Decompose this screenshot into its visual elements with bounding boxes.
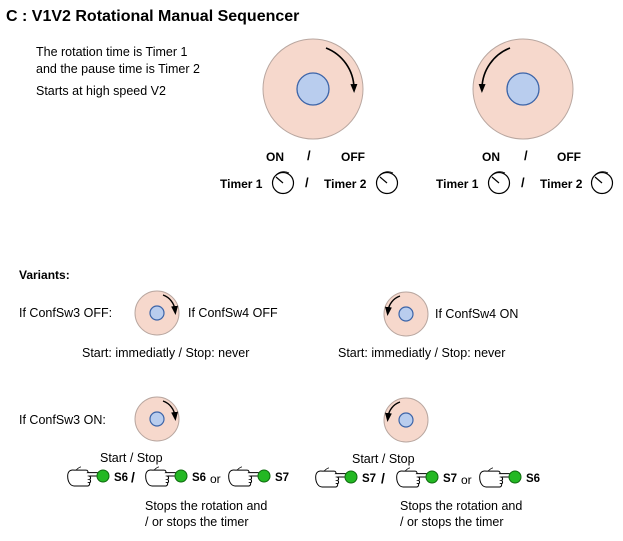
or-label-left: or xyxy=(210,472,221,486)
hand-press-icon xyxy=(315,467,358,488)
button-label-s7-b: S7 xyxy=(443,473,458,485)
stops-left-line2: / or stops the timer xyxy=(145,515,249,529)
button-label-s6-a: S6 xyxy=(114,472,129,484)
timer-icon xyxy=(590,171,614,195)
button-label-s6-b: S6 xyxy=(192,472,207,484)
stops-right-line1: Stops the rotation and xyxy=(400,499,523,513)
small-disc-counterclockwise xyxy=(383,397,429,443)
timer-icon xyxy=(487,171,511,195)
off-label-left: OFF xyxy=(341,150,365,164)
page-title: C : V1V2 Rotational Manual Sequencer xyxy=(6,8,300,25)
hand-press-icon xyxy=(67,466,110,487)
timer-icon xyxy=(375,171,399,195)
slash-buttons-left: / xyxy=(131,469,135,485)
off-label-right: OFF xyxy=(557,150,581,164)
confsw4-on-label: If ConfSw4 ON xyxy=(435,307,519,321)
slash-on-off-left: / xyxy=(307,148,311,163)
button-label-s7-a: S7 xyxy=(362,473,377,485)
hand-press-icon xyxy=(228,466,271,487)
note-rotation-time: The rotation time is Timer 1 xyxy=(36,45,188,59)
button-label-s7-left: S7 xyxy=(275,472,290,484)
rotation-disc-counterclockwise xyxy=(472,38,574,140)
rotation-disc-clockwise xyxy=(262,38,364,140)
confsw4-off-label: If ConfSw4 OFF xyxy=(188,306,278,320)
on-label-right: ON xyxy=(482,150,500,164)
confsw3-off-label: If ConfSw3 OFF: xyxy=(19,306,113,320)
confsw3-on-label: If ConfSw3 ON: xyxy=(19,413,106,427)
slash-timer-right: / xyxy=(521,175,525,190)
start-immediately-right: Start: immediatly / Stop: never xyxy=(338,346,506,360)
slash-on-off-right: / xyxy=(524,148,528,163)
button-label-s6-right: S6 xyxy=(526,473,541,485)
note-start-speed: Starts at high speed V2 xyxy=(36,84,166,98)
timer2-label-left: Timer 2 xyxy=(324,177,367,191)
start-immediately-left: Start: immediatly / Stop: never xyxy=(82,346,250,360)
small-disc-clockwise xyxy=(134,290,180,336)
or-label-right: or xyxy=(461,473,472,487)
hand-press-icon xyxy=(396,467,439,488)
on-label-left: ON xyxy=(266,150,284,164)
timer-icon xyxy=(271,171,295,195)
stops-left-line1: Stops the rotation and xyxy=(145,499,268,513)
start-stop-right: Start / Stop xyxy=(352,452,415,466)
small-disc-counterclockwise xyxy=(383,291,429,337)
stops-right-line2: / or stops the timer xyxy=(400,515,504,529)
timer1-label-left: Timer 1 xyxy=(220,177,263,191)
slash-timer-left: / xyxy=(305,175,309,190)
hand-press-icon xyxy=(145,466,188,487)
slash-buttons-right: / xyxy=(381,470,385,486)
timer2-label-right: Timer 2 xyxy=(540,177,583,191)
start-stop-left: Start / Stop xyxy=(100,451,163,465)
variants-heading: Variants: xyxy=(19,268,70,282)
note-pause-time: and the pause time is Timer 2 xyxy=(36,62,200,76)
small-disc-clockwise xyxy=(134,396,180,442)
hand-press-icon xyxy=(479,467,522,488)
timer1-label-right: Timer 1 xyxy=(436,177,479,191)
